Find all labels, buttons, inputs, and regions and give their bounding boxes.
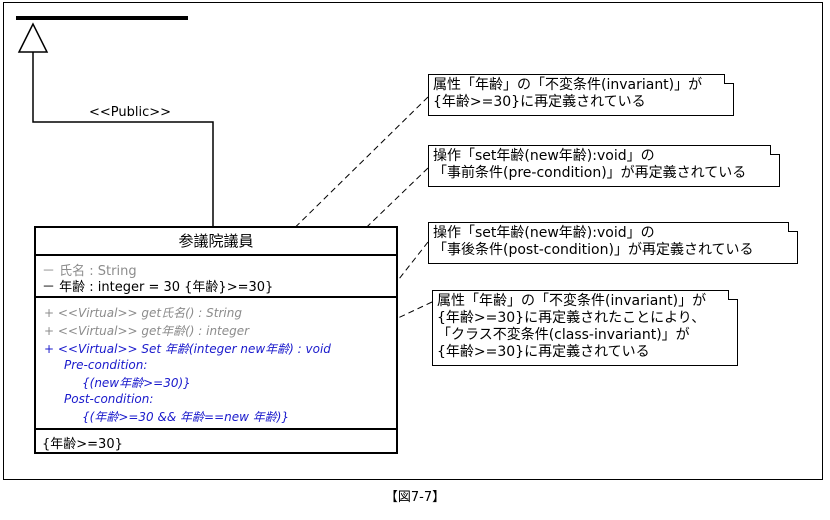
class-box: 参議院議員 － 氏名 : String － 年齢 : integer = 30 … [34,226,398,454]
attribute-name: － 氏名 : String [42,264,137,279]
note-line: {年齢>=30}に再定義されたことにより、 [437,310,706,326]
note-line: {年齢>=30}に再定義されている [433,94,646,110]
figure-caption: 【図7-7】 [384,490,446,505]
note-line: 属性「年齢」の「不変条件(invariant)」が [433,77,703,93]
attributes-divider [36,254,396,256]
constraint-divider [36,428,396,430]
note-line: 「事前条件(pre-condition)」が再定義されている [433,165,747,181]
operation-set-age: + <<Virtual>> Set 年齢(integer new年齢) : vo… [44,342,331,356]
note-post-condition: 操作「set年齢(new年齢):void」の 「事後条件(post-condit… [428,222,798,264]
superclass-box-edge [16,16,188,20]
note-line: 「クラス不変条件(class-invariant)」が [437,327,690,343]
class-invariant: {年齢>=30} [42,437,123,452]
class-name: 参議院議員 [178,232,254,250]
pre-condition-expr: {(new年齢>=30)} [82,376,191,390]
note-line: 操作「set年齢(new年齢):void」の [433,225,655,241]
post-condition-expr: {(年齢>=30 && 年齢==new 年齢)} [82,410,290,424]
generalization-stereotype: <<Public>> [89,105,172,120]
operations-divider [36,296,396,298]
note-class-invariant: 属性「年齢」の「不変条件(invariant)」が {年齢>=30}に再定義され… [432,290,738,366]
pre-condition-label: Pre-condition: [64,358,148,372]
generalization-line [32,52,214,226]
operation-get-age: + <<Virtual>> get年齢() : integer [44,324,250,338]
note-line: 「事後条件(post-condition)」が再定義されている [433,242,754,258]
note-line: 操作「set年齢(new年齢):void」の [433,148,655,164]
note-attribute-invariant: 属性「年齢」の「不変条件(invariant)」が {年齢>=30}に再定義され… [428,74,734,116]
post-condition-label: Post-condition: [64,392,154,406]
operation-get-name: + <<Virtual>> get氏名() : String [44,306,242,320]
note-line: {年齢>=30}に再定義されている [437,344,650,360]
attribute-age: － 年齢 : integer = 30 {年齢}>=30} [42,280,274,295]
generalization-arrowhead [17,22,49,53]
note-pre-condition: 操作「set年齢(new年齢):void」の 「事前条件(pre-conditi… [428,145,780,187]
note-line: 属性「年齢」の「不変条件(invariant)」が [437,293,707,309]
